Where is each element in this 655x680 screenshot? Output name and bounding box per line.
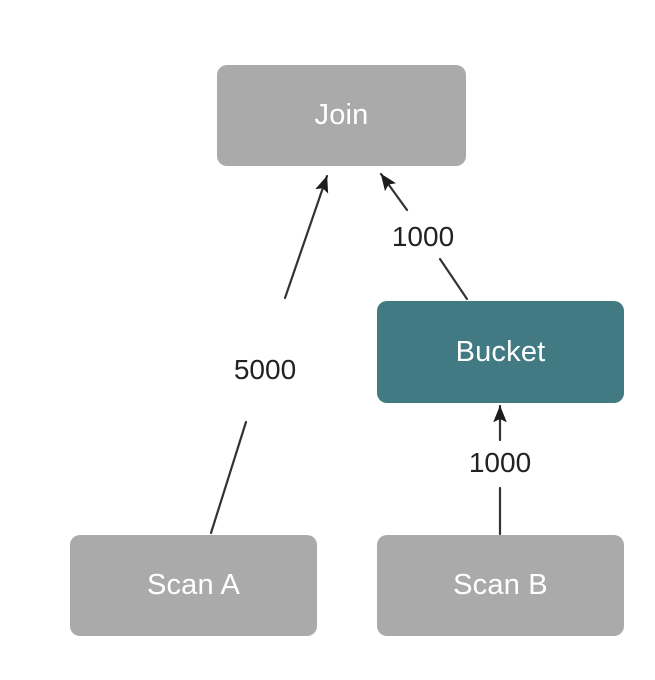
edge-label-scan-a-join: 5000 [227,354,303,386]
node-bucket[interactable]: Bucket [377,301,624,403]
node-scan-b[interactable]: Scan B [377,535,624,636]
edge-scan-a-join [209,174,329,535]
edge-label-bucket-join: 1000 [385,221,461,253]
node-scan-b-label: Scan B [453,569,548,601]
node-scan-a[interactable]: Scan A [70,535,317,636]
node-bucket-label: Bucket [455,335,546,368]
node-scan-a-label: Scan A [146,569,241,601]
edge-label-scan-b-bucket: 1000 [462,447,538,479]
node-join[interactable]: Join [217,65,466,166]
node-join-label: Join [314,99,369,131]
edge-bucket-join [379,172,469,301]
